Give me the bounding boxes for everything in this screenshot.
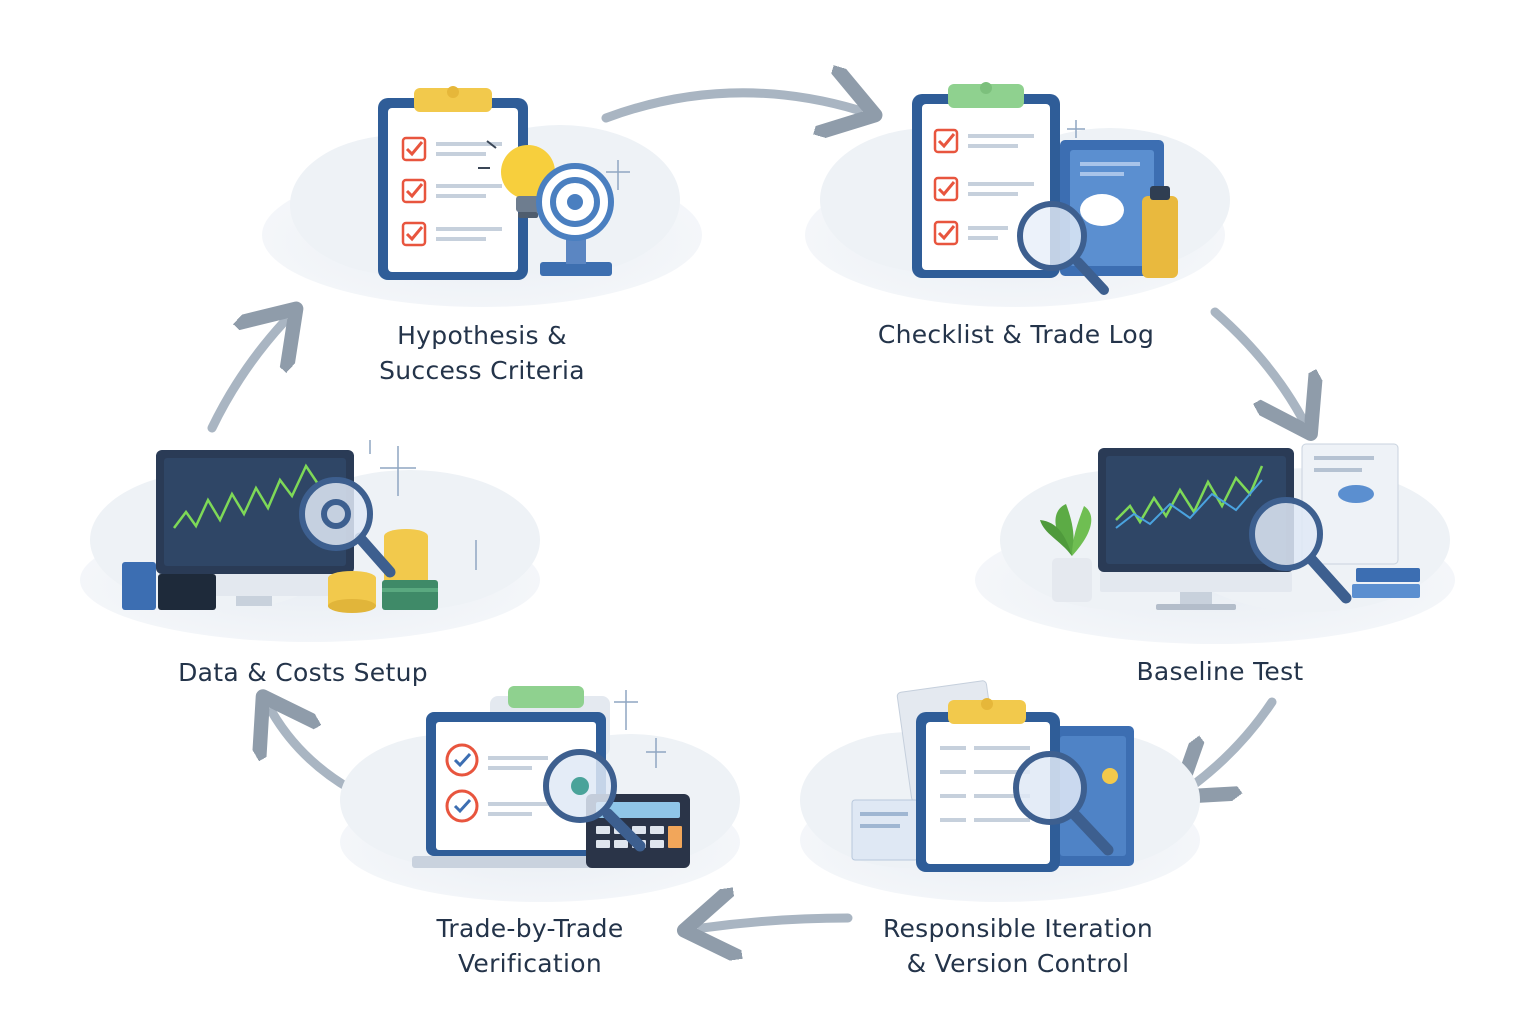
clipboard-icon <box>916 698 1060 872</box>
step-label-line: Responsible Iteration <box>882 914 1154 943</box>
step-label-line: Data & Costs Setup <box>178 658 428 687</box>
step-label-line: Verification <box>457 949 603 978</box>
step-label-line: Baseline Test <box>1136 657 1304 686</box>
checkbox-icon <box>933 128 1034 154</box>
checklist-illustration <box>805 82 1230 307</box>
monitor-icon <box>1098 448 1294 610</box>
step-label-verification: Trade-by-Trade Verification <box>400 911 660 981</box>
document-icon <box>1301 443 1399 565</box>
arrow-data-to-hypothesis <box>207 322 284 433</box>
target-icon <box>536 163 614 276</box>
verification-illustration <box>340 686 740 902</box>
plant-icon <box>1040 504 1092 602</box>
iteration-illustration <box>800 680 1200 902</box>
checkbox-icon <box>401 221 502 247</box>
step-label-line: Checklist & Trade Log <box>877 320 1155 349</box>
arrow-hypothesis-to-checklist <box>601 93 858 118</box>
check-circle-icon <box>445 743 479 777</box>
checkbox-icon <box>933 176 1034 202</box>
step-label-line: & Version Control <box>906 949 1130 978</box>
checkbox-icon <box>401 178 502 204</box>
log-book-icon <box>1060 140 1164 276</box>
baseline-illustration <box>975 443 1455 644</box>
data-costs-illustration <box>80 440 540 642</box>
hypothesis-illustration <box>262 86 702 307</box>
step-label-iteration: Responsible Iteration & Version Control <box>858 911 1178 981</box>
check-circle-icon <box>445 789 479 823</box>
arrow-iteration-to-verification <box>702 918 853 928</box>
step-label-checklist: Checklist & Trade Log <box>846 317 1186 352</box>
magnifying-glass-icon <box>1017 201 1109 295</box>
stacked-books-icon <box>1352 568 1420 598</box>
cash-stack-icon <box>382 580 438 610</box>
step-label-baseline: Baseline Test <box>1100 654 1340 689</box>
checkbox-icon <box>933 220 1008 246</box>
magnifying-glass-icon <box>543 749 646 852</box>
step-label-data: Data & Costs Setup <box>150 655 456 690</box>
arrow-baseline-to-iteration <box>1192 697 1277 786</box>
arrow-verification-to-data <box>272 712 357 795</box>
tag-icon <box>1142 186 1178 278</box>
checkbox-icon <box>401 136 502 162</box>
step-label-hypothesis: Hypothesis & Success Criteria <box>332 318 632 388</box>
step-label-line: Trade-by-Trade <box>436 914 624 943</box>
magnifying-glass-icon <box>1013 751 1114 856</box>
folder-box-icon <box>122 562 216 610</box>
arrow-checklist-to-baseline <box>1210 307 1302 418</box>
laptop-icon <box>412 712 620 868</box>
cycle-arrows <box>207 93 1302 928</box>
magnifying-glass-gear-icon <box>299 477 396 578</box>
step-label-line: Hypothesis & <box>397 321 567 350</box>
magnifying-glass-icon <box>1249 497 1352 604</box>
step-label-line: Success Criteria <box>379 356 585 385</box>
